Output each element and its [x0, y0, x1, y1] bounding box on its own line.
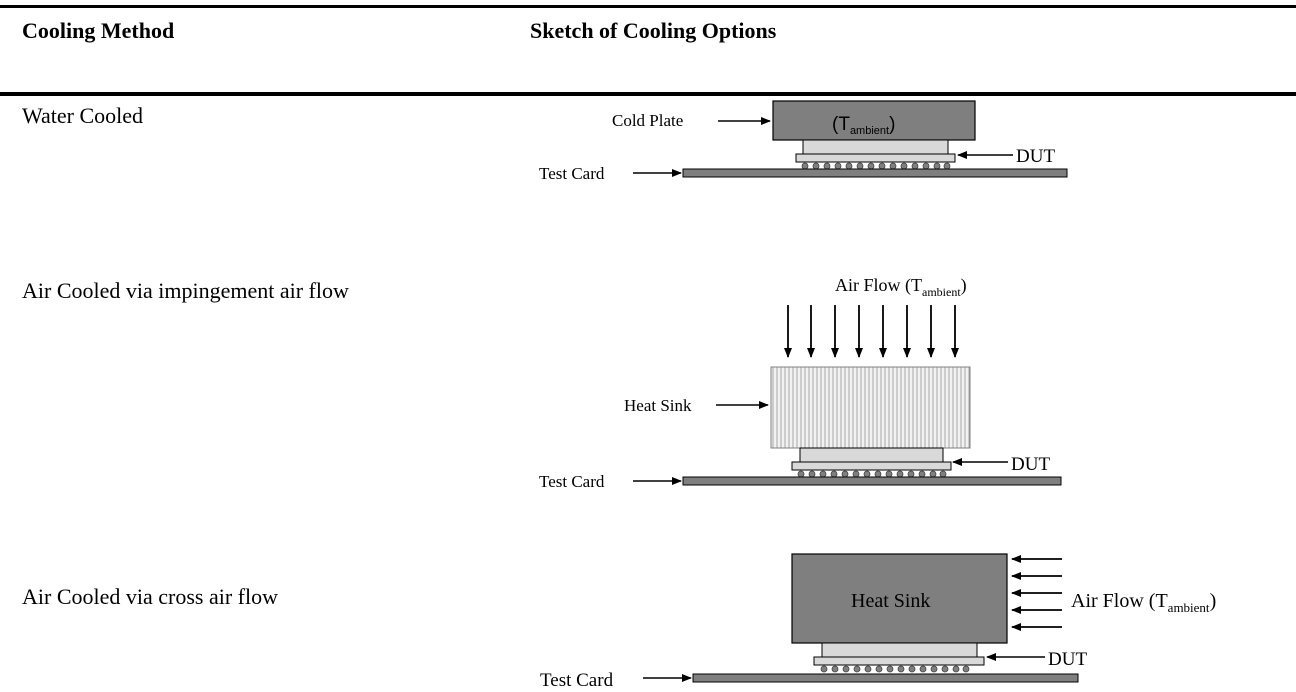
solder-balls — [820, 665, 970, 673]
impingement-airflow-arrows — [784, 305, 959, 358]
impingement-sketch: Air Flow (Tambient) Heat Sink DUT Test — [539, 275, 1062, 491]
water-cooled-sketch: (Tambient) Cold Plate DUT Test Card — [539, 100, 1068, 183]
dut-label: DUT — [1011, 454, 1050, 475]
thermal-interface — [799, 447, 944, 463]
solder-balls — [797, 470, 947, 478]
method-impingement: Air Cooled via impingement air flow — [22, 278, 349, 303]
test-card-label: Test Card — [539, 472, 605, 491]
dut-label: DUT — [1016, 146, 1055, 167]
impingement-airflow-label: Air Flow (Tambient) — [835, 275, 967, 299]
header-cooling-method: Cooling Method — [22, 18, 175, 43]
dut-package — [791, 461, 952, 471]
test-card-label: Test Card — [539, 164, 605, 183]
dut-label: DUT — [1048, 649, 1087, 670]
finned-heat-sink — [770, 366, 971, 449]
thermal-interface — [802, 139, 949, 155]
solid-heat-sink — [791, 553, 1008, 644]
cross-flow-sketch: Heat Sink Air Flow (Tambient) DUT Test C… — [540, 553, 1216, 691]
cold-plate-label: Cold Plate — [612, 111, 683, 130]
cross-airflow-label: Air Flow (Tambient) — [1071, 590, 1216, 615]
dut-package — [795, 153, 956, 163]
test-card-board — [682, 168, 1068, 178]
test-card-board — [692, 673, 1079, 683]
method-cross-flow: Air Cooled via cross air flow — [22, 584, 278, 609]
thermal-interface — [821, 642, 978, 658]
cross-airflow-arrows — [1011, 555, 1062, 631]
cold-plate — [772, 100, 976, 141]
cold-plate-temp-text: (Tambient) — [832, 114, 895, 137]
heat-sink-label: Heat Sink — [624, 396, 692, 415]
test-card-board — [682, 476, 1062, 486]
dut-package — [813, 656, 985, 666]
solder-balls — [801, 162, 951, 170]
heat-sink-label: Heat Sink — [851, 590, 930, 612]
method-water-cooled: Water Cooled — [22, 103, 144, 128]
header-rule — [0, 92, 1296, 96]
test-card-label: Test Card — [540, 670, 614, 691]
header-sketch: Sketch of Cooling Options — [530, 18, 777, 43]
top-rule — [0, 5, 1296, 8]
